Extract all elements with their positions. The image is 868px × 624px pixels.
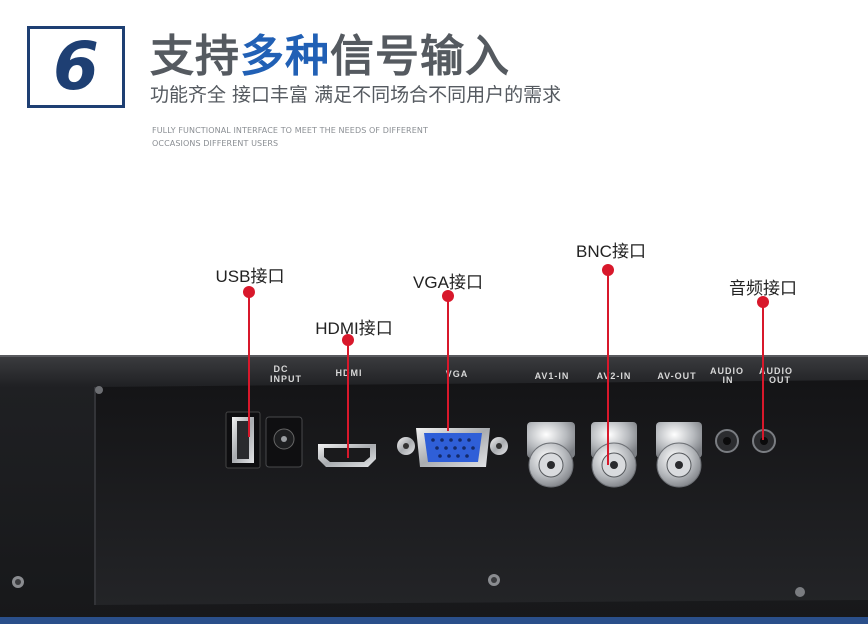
vga-leader-line bbox=[447, 296, 449, 431]
label-av2-in: AV2-IN bbox=[597, 371, 632, 381]
label-audio-in-line1: AUDIO bbox=[710, 366, 744, 376]
english-caption-line1: FULLY FUNCTIONAL INTERFACE TO MEET THE N… bbox=[152, 126, 428, 135]
usb-callout-dot bbox=[243, 286, 255, 298]
page-title: 支持多种信号输入 bbox=[150, 20, 510, 84]
label-av1-in: AV1-IN bbox=[535, 371, 570, 381]
label-dc-line2: INPUT bbox=[270, 374, 302, 384]
screw-icon bbox=[795, 587, 805, 597]
audio-leader-line bbox=[762, 302, 764, 440]
page-subtitle: 功能齐全 接口丰富 满足不同场合不同用户的需求 bbox=[150, 84, 562, 106]
bnc-callout-dot bbox=[602, 264, 614, 276]
bnc-connector-av1-icon bbox=[527, 422, 575, 488]
screw-icon bbox=[95, 386, 103, 394]
bnc-leader-line bbox=[607, 270, 609, 465]
title-part2: 信号输入 bbox=[330, 31, 510, 82]
vga-callout-label: VGA接口 bbox=[413, 273, 483, 292]
label-audio-out-line1: AUDIO bbox=[759, 366, 793, 376]
usb-callout-label: USB接口 bbox=[215, 267, 285, 286]
screw-icon bbox=[488, 574, 500, 586]
bnc-connector-av-out-icon bbox=[656, 422, 702, 488]
bnc-callout-label: BNC接口 bbox=[576, 242, 646, 261]
audio-callout-dot bbox=[757, 296, 769, 308]
hdmi-callout-dot bbox=[342, 334, 354, 346]
english-caption-line2: OCCASIONS DIFFERENT USERS bbox=[152, 138, 279, 148]
hdmi-leader-line bbox=[347, 340, 349, 458]
usb-port-icon bbox=[225, 411, 261, 469]
label-hdmi: HDMI bbox=[336, 368, 363, 378]
label-audio-out-line2: OUT bbox=[769, 375, 791, 385]
section-number-badge: 6 bbox=[27, 26, 125, 108]
dc-input-jack-icon bbox=[265, 416, 303, 468]
audio-out-jack-icon bbox=[752, 429, 776, 453]
screw-icon bbox=[12, 576, 24, 588]
title-part1: 支持 bbox=[150, 31, 240, 82]
section-number: 6 bbox=[53, 28, 99, 105]
hdmi-callout-label: HDMI接口 bbox=[315, 319, 393, 338]
audio-in-jack-icon bbox=[715, 429, 739, 453]
label-av-out: AV-OUT bbox=[657, 371, 696, 381]
vga-port-icon bbox=[397, 428, 508, 467]
usb-leader-line bbox=[248, 292, 250, 437]
bnc-connector-av2-icon bbox=[591, 422, 637, 488]
english-caption: FULLY FUNCTIONAL INTERFACE TO MEET THE N… bbox=[152, 125, 428, 150]
label-audio-in-line2: IN bbox=[723, 375, 734, 385]
title-accent: 多种 bbox=[240, 31, 330, 82]
label-dc-line1: DC bbox=[274, 364, 289, 374]
audio-callout-label: 音频接口 bbox=[729, 279, 797, 298]
vga-callout-dot bbox=[442, 290, 454, 302]
label-vga: VGA bbox=[446, 369, 469, 379]
recessed-port-panel bbox=[95, 380, 868, 605]
port-panel-photo: DC INPUT HDMI VGA AV1-IN AV2-IN AV-OUT A… bbox=[0, 355, 868, 624]
